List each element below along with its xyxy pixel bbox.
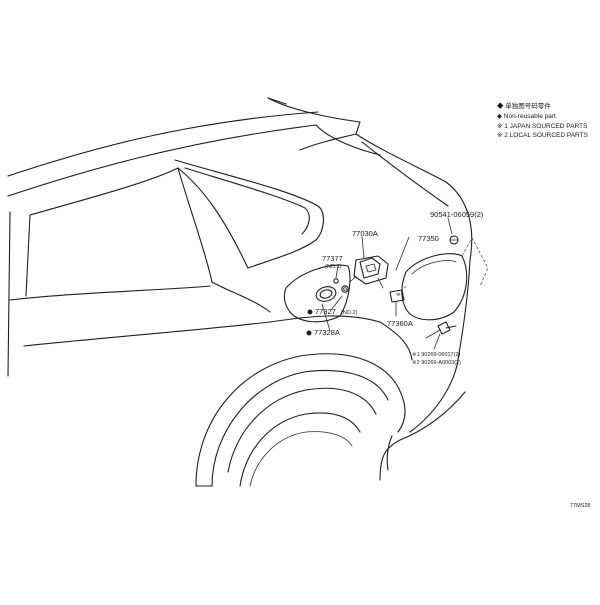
leader-lines [321,217,453,350]
label-77327-no2-id: 77327 [315,307,336,316]
lock-actuator [349,255,389,289]
vehicle-body-outline [7,97,473,481]
wheel-arch [195,353,406,487]
label-77327-no1-note: (NO.1) [325,264,342,270]
screw-90541 [449,235,459,245]
label-90269-1: ※1 90269-06017(2) [412,351,461,358]
nonreusable-mark-77327 [307,309,313,315]
label-77327-no2-note: (NO.2) [341,310,358,316]
figure-id: 77MS28 [570,503,591,509]
legend-line-3: ※ 1 JAPAN SOURCED PARTS [497,123,588,130]
label-77328a: 77328A [314,328,340,337]
label-77030a: 77030A [352,229,378,238]
label-90269-2: ※2 90269-A0003(2) [412,359,461,366]
legend-line-2: ◆ Non-reusable part [497,113,556,120]
nonreusable-mark-77328a [306,330,312,336]
label-77350: 77350 [418,234,439,243]
fuel-lid [389,237,489,321]
label-77327-no1-id: 77377 [322,254,343,263]
label-90541: 90541-06059(2) [430,210,484,219]
legend-line-4: ※ 2 LOCAL SOURCED PARTS [497,132,589,139]
legend: ◆ 单独图号码零件 ◆ Non-reusable part ※ 1 JAPAN … [497,101,589,139]
bolt-90269 [425,321,457,339]
fuel-opening [283,264,351,323]
part-labels: 90541-06059(2) 77350 77030A 77377 (NO.1)… [306,210,484,366]
legend-line-1: ◆ 单独图号码零件 [497,101,551,110]
label-77360a: 77360A [387,319,413,328]
